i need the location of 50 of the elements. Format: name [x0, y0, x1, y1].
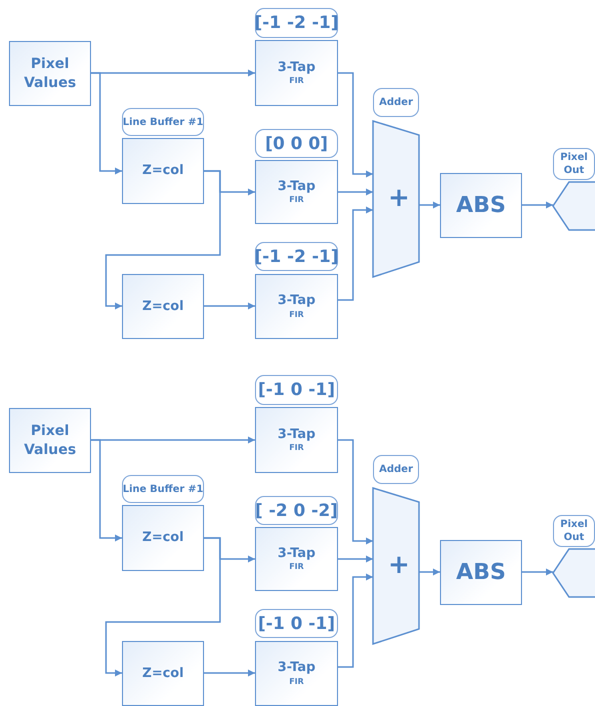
- arrow: [522, 202, 553, 208]
- arrow: [419, 568, 440, 576]
- block-label: Z=col: [142, 298, 184, 316]
- block-title: Adder: [373, 88, 419, 117]
- arrow: [338, 556, 373, 562]
- arrow: [419, 202, 440, 208]
- arrow: [338, 72, 373, 178]
- arrow: [204, 670, 255, 676]
- block-title: Line Buffer #1: [122, 108, 204, 136]
- coefficient-label: [0 0 0]: [255, 129, 338, 158]
- coefficient-label: [-1 -2 -1]: [255, 8, 338, 38]
- arrow: [338, 439, 373, 544]
- block-label: ABS: [456, 192, 506, 220]
- arrow: [522, 568, 553, 576]
- block-title: Adder: [373, 455, 419, 484]
- block-label: 3-Tap: [278, 659, 316, 677]
- coefficient-label: [-1 0 -1]: [255, 609, 338, 638]
- block-label: FIR: [289, 195, 304, 206]
- arrow: [91, 439, 122, 542]
- block-label: 3-Tap: [278, 178, 316, 196]
- block-label: FIR: [289, 76, 304, 88]
- block-label: FIR: [289, 443, 304, 454]
- block-label: 3-Tap: [278, 426, 316, 444]
- coefficient-label: [ -2 0 -2]: [255, 496, 338, 525]
- coefficient-label: [-1 -2 -1]: [255, 242, 338, 271]
- block-title: Line Buffer #1: [122, 475, 204, 503]
- block-label: Pixel Values: [22, 422, 78, 460]
- arrow: [105, 537, 221, 676]
- block-label: 3-Tap: [278, 292, 316, 310]
- output-label: Pixel Out: [553, 148, 595, 180]
- block-label: Z=col: [142, 664, 184, 682]
- arrow: [91, 72, 122, 174]
- arrow: [105, 170, 221, 310]
- block-label: 3-Tap: [278, 544, 316, 562]
- block-label: ABS: [456, 558, 506, 587]
- plus-sign: +: [388, 552, 410, 578]
- coefficient-label: [-1 0 -1]: [255, 375, 338, 405]
- arrow: [204, 302, 255, 310]
- block-label: Z=col: [142, 529, 184, 547]
- block-label: FIR: [289, 310, 304, 321]
- block-label: Z=col: [142, 162, 184, 180]
- block-label: FIR: [289, 676, 304, 688]
- block-label: Pixel Values: [22, 54, 78, 92]
- arrow: [338, 574, 373, 668]
- block-label: 3-Tap: [278, 58, 316, 76]
- output-label: Pixel Out: [553, 515, 595, 547]
- arrow: [338, 188, 373, 196]
- block-label: FIR: [289, 562, 304, 574]
- plus-sign: +: [388, 185, 410, 211]
- arrow: [338, 206, 373, 301]
